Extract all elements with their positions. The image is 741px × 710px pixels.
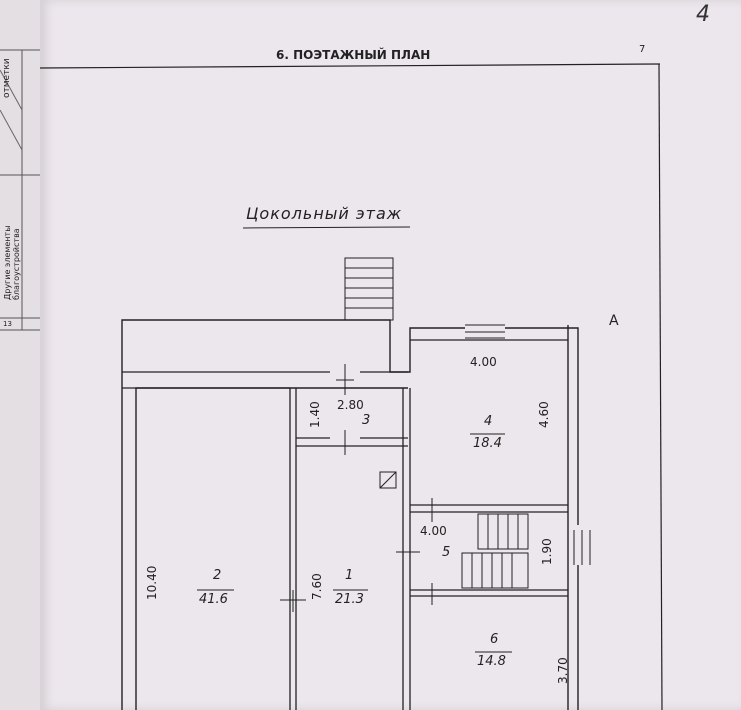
section-title: 6. ПОЭТАЖНЫЙ ПЛАН	[276, 48, 431, 62]
axis-label-a: А	[609, 313, 619, 329]
room-4-area: 18.4	[473, 436, 502, 451]
room-4-width: 4.00	[470, 355, 497, 369]
window-room5	[573, 530, 591, 565]
room-2-number: 2	[213, 568, 222, 583]
room-5-width: 4.00	[420, 524, 447, 538]
room-1-area: 21.3	[335, 592, 364, 607]
handwritten-page-number: 4	[696, 2, 710, 27]
margin-label-number: 13	[3, 320, 12, 328]
room-4-number: 4	[484, 414, 493, 429]
header-line	[39, 63, 661, 69]
room-2-area: 41.6	[199, 592, 228, 607]
door-marks	[280, 364, 433, 612]
page-number: 7	[639, 44, 646, 55]
window-room4	[465, 324, 505, 339]
room-3-number: 3	[362, 413, 371, 428]
sheet-frame-right	[658, 63, 663, 710]
room-6-area: 14.8	[477, 654, 506, 669]
interior-walls	[122, 339, 568, 710]
room-1-number: 1	[345, 568, 354, 583]
inner-stairs	[461, 513, 529, 589]
margin-form-lines	[0, 49, 40, 331]
floor-title: Цокольный этаж	[246, 204, 403, 223]
room-5-number: 5	[442, 545, 451, 560]
room-6-number: 6	[490, 632, 499, 647]
stove-symbol	[379, 471, 397, 489]
room-3-width: 2.80	[337, 398, 364, 412]
room-6-height: 3.70	[556, 657, 570, 684]
floor-title-underline	[242, 226, 411, 229]
